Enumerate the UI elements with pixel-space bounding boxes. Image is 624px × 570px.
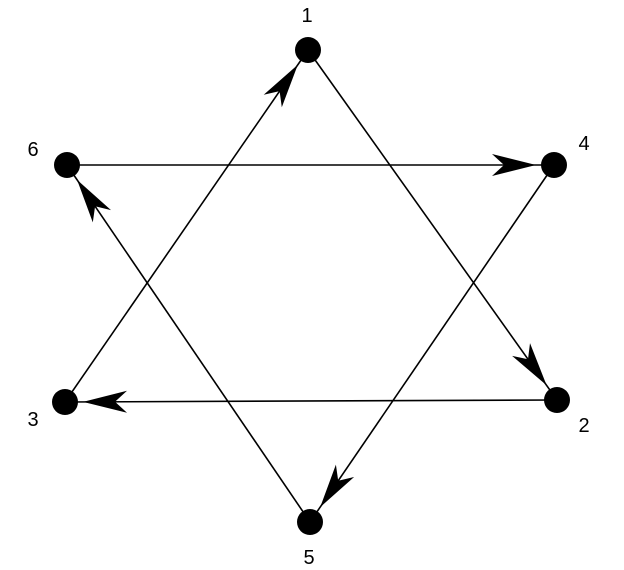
arrowhead (492, 154, 536, 176)
arrowhead (263, 64, 298, 108)
edge-4-to-5 (309, 164, 555, 523)
edge-line (64, 399, 558, 403)
edges (64, 49, 558, 523)
node-labels: 1 2 3 4 5 6 (27, 5, 589, 569)
edge-6-to-4 (67, 154, 554, 176)
edge-line (309, 164, 555, 523)
node-3-dot (52, 389, 78, 415)
node-6-dot (54, 152, 80, 178)
edge-line (307, 49, 558, 401)
node-6-label: 6 (27, 139, 38, 161)
arrowhead (77, 179, 111, 223)
node-1-dot (295, 37, 321, 63)
arrowhead (83, 390, 127, 413)
node-3-label: 3 (27, 409, 38, 431)
node-4-label: 4 (578, 133, 589, 155)
edge-3-to-1 (64, 49, 309, 403)
node-5-label: 5 (303, 547, 314, 569)
edge-2-to-3 (64, 390, 558, 413)
node-2-label: 2 (578, 415, 589, 437)
arrowhead (512, 343, 547, 386)
arrowhead (320, 464, 355, 508)
node-2-dot (544, 387, 570, 413)
node-4-dot (541, 152, 567, 178)
node-5-dot (297, 509, 323, 535)
nodes (52, 37, 570, 535)
edge-5-to-6 (66, 164, 311, 523)
edge-1-to-2 (307, 49, 558, 401)
edge-line (64, 49, 309, 403)
node-1-label: 1 (301, 5, 312, 27)
edge-line (66, 164, 311, 523)
